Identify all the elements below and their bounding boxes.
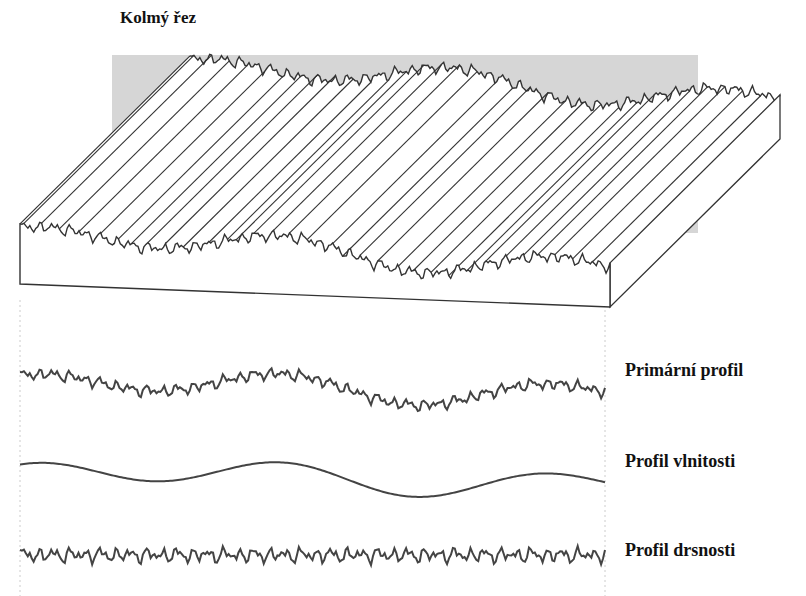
groove-line [466,103,636,271]
section-title: Kolmý řez [120,8,196,28]
waviness-profile [20,462,605,497]
groove-line [413,102,583,270]
groove-line [307,72,477,240]
groove-line [183,79,353,247]
groove-line [42,55,212,223]
groove-line [219,80,389,248]
side-face [610,95,780,307]
profile-label: Primární profil [625,360,743,382]
guide-line [20,300,21,596]
front-face [20,222,610,307]
groove-line [272,64,442,232]
groove-line [236,72,406,240]
primary-profile [20,368,605,411]
groove-line [130,77,300,245]
groove-line [343,88,513,256]
groove-line [484,95,654,263]
groove-line [24,55,194,223]
groove-line [59,61,229,229]
roughness-profile [20,546,605,565]
groove-line [289,65,459,233]
profile-label: Profil vlnitosti [625,451,735,473]
profile-label: Profil drsnosti [625,540,735,562]
back-edge [190,54,780,110]
groove-line [360,87,530,255]
groove-line [201,82,371,250]
groove-line [166,75,336,243]
groove-line [378,93,548,261]
side-edge [20,56,190,224]
groove-line [325,83,495,251]
groove-line [148,75,318,243]
groove-line [555,87,725,255]
groove-line [95,71,265,239]
